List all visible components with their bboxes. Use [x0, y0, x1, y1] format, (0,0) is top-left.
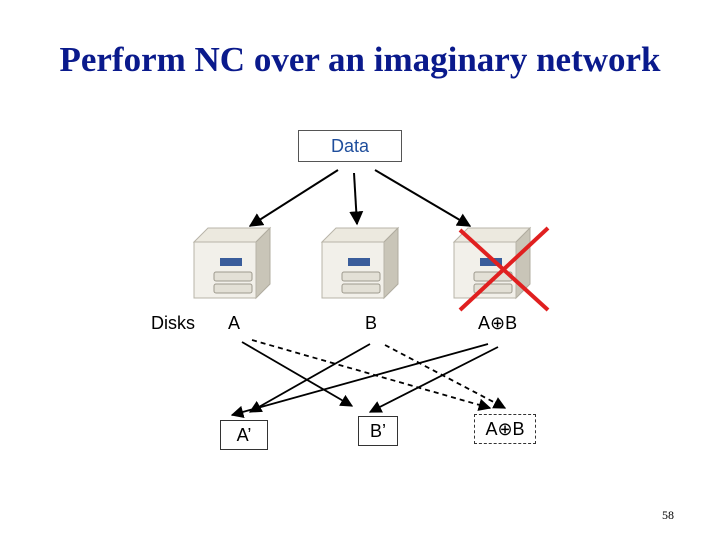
arrow-a-to-b-out: [241, 341, 354, 407]
output-b-prime-box: B’: [358, 416, 398, 446]
disk-a-label: A: [228, 313, 241, 333]
page-number: 58: [662, 508, 674, 522]
output-b-prime-label: B’: [369, 420, 386, 441]
output-axorb-label: A⊕B: [485, 418, 525, 439]
arrow-data-to-disk-axorb: [374, 169, 472, 227]
output-a-prime-box: A’: [220, 420, 268, 450]
dashed-arrow-b-to-axorb-out: [384, 344, 507, 409]
data-source-box: Data: [298, 130, 402, 162]
disk-b-icon: [320, 226, 400, 300]
disk-axorb-label: A⊕B: [478, 313, 518, 333]
disk-a-icon: [192, 226, 272, 300]
failure-x-icon: [458, 226, 550, 312]
disk-axorb-icon: [452, 226, 532, 300]
output-axorb-box: A⊕B: [474, 414, 536, 444]
arrow-axorb-to-b-out: [368, 346, 499, 413]
disk-b-label: B: [365, 313, 378, 333]
slide-title: Perform NC over an imaginary network: [59, 40, 661, 79]
arrow-b-to-a-out: [248, 343, 371, 413]
disks-row-label: Disks: [151, 313, 195, 333]
output-a-prime-label: A’: [236, 424, 252, 445]
arrow-axorb-to-a-out: [230, 343, 489, 419]
arrow-data-to-disk-b: [349, 172, 364, 226]
dashed-arrow-a-to-axorb-out: [251, 339, 492, 411]
data-source-label: Data: [330, 135, 370, 156]
arrow-data-to-disk-a: [248, 169, 339, 227]
